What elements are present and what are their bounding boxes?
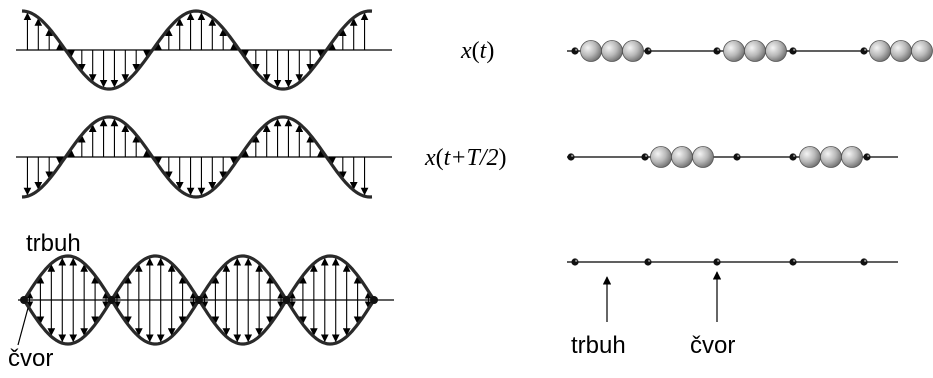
pointer-cvor-left	[18, 308, 28, 345]
bead	[821, 147, 842, 168]
bead	[672, 147, 693, 168]
equation-row-1-close: )	[486, 38, 494, 64]
bead-row-2	[567, 147, 898, 168]
bead-node-highlight	[648, 49, 650, 51]
bead-node-highlight	[864, 49, 866, 51]
bead	[842, 147, 863, 168]
bead-node	[860, 47, 867, 54]
bead-node	[733, 153, 740, 160]
equation-row-2-close: )	[499, 145, 507, 171]
bead	[724, 41, 745, 62]
bead	[870, 41, 891, 62]
bead-node	[641, 153, 648, 160]
node-dot	[283, 296, 291, 304]
bead-node-highlight	[648, 260, 650, 262]
bead-node-highlight	[645, 155, 647, 157]
bead	[912, 41, 933, 62]
bead-node	[863, 153, 870, 160]
bead-node-highlight	[571, 155, 573, 157]
bead-row-3	[567, 258, 898, 265]
node-dot	[370, 296, 378, 304]
equation-row-1-func: x	[460, 38, 472, 64]
equation-row-2-func: x	[424, 145, 436, 171]
equation-row-2: x(t+T/2)	[424, 145, 507, 171]
bead-node	[644, 47, 651, 54]
bead-node	[789, 258, 796, 265]
bead-node-highlight	[864, 260, 866, 262]
label-cvor-left: čvor	[8, 345, 53, 372]
bead-node	[567, 153, 574, 160]
bead-node-highlight	[717, 260, 719, 262]
bead	[623, 41, 644, 62]
label-trbuh-right: trbuh	[571, 332, 626, 359]
node-dot	[20, 296, 28, 304]
bead-node-highlight	[793, 49, 795, 51]
bead-node-highlight	[867, 155, 869, 157]
bead-node	[789, 47, 796, 54]
bead-node	[644, 258, 651, 265]
equation-row-2-var: t+T/2	[444, 145, 499, 171]
bead	[651, 147, 672, 168]
node-dot	[108, 296, 116, 304]
bead	[800, 147, 821, 168]
equation-row-2-open: (	[436, 145, 444, 171]
bead-node	[571, 47, 578, 54]
bead	[602, 41, 623, 62]
bead-node-highlight	[793, 260, 795, 262]
bead-node-highlight	[575, 49, 577, 51]
bead	[891, 41, 912, 62]
bead-node	[571, 258, 578, 265]
label-cvor-right: čvor	[690, 332, 735, 359]
bead	[745, 41, 766, 62]
bead-node	[713, 258, 720, 265]
bead-node	[713, 47, 720, 54]
bead-node-highlight	[737, 155, 739, 157]
bead-node-highlight	[793, 155, 795, 157]
wave-row-1	[16, 11, 392, 89]
bead-node	[789, 153, 796, 160]
label-trbuh-left: trbuh	[26, 230, 81, 257]
bead-node-highlight	[717, 49, 719, 51]
bead-node-highlight	[575, 260, 577, 262]
bead-node	[860, 258, 867, 265]
node-dot	[195, 296, 203, 304]
wave-row-3-standing	[18, 256, 394, 344]
bead-row-1	[567, 41, 933, 62]
equation-row-1-open: (	[472, 38, 480, 64]
equation-row-1: x(t)	[460, 38, 494, 64]
bead	[766, 41, 787, 62]
bead	[693, 147, 714, 168]
bead	[581, 41, 602, 62]
wave-row-2	[16, 117, 392, 197]
